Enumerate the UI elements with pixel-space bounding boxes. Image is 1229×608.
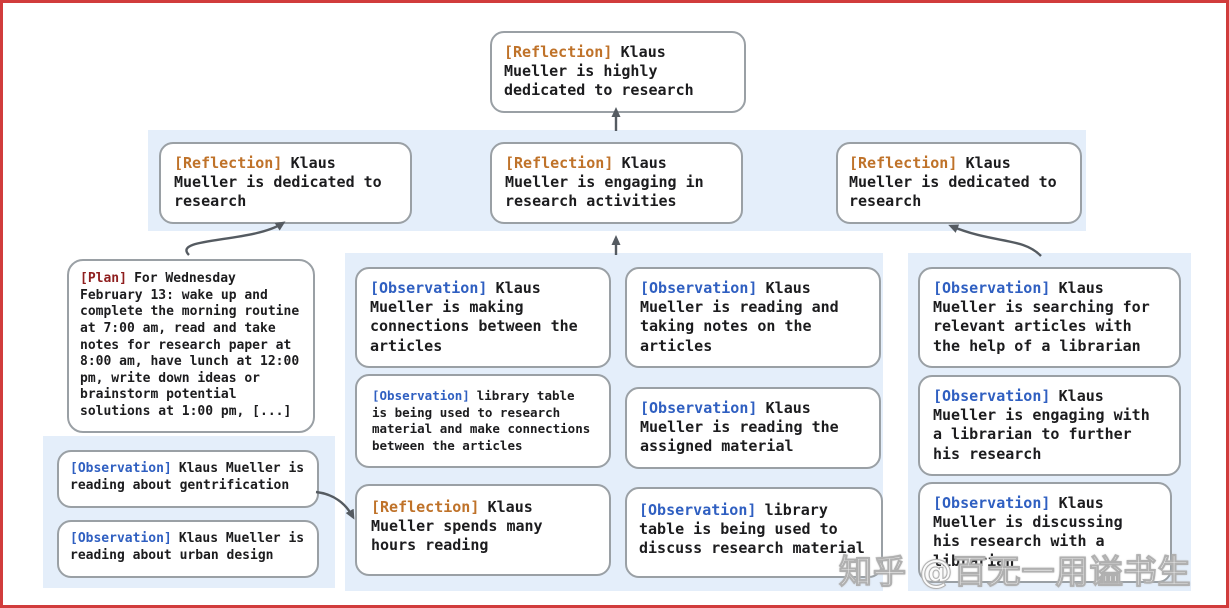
node-observation-searching-articles: [Observation]Klaus Mueller is searching … [918, 267, 1181, 368]
node-tag: [Observation] [933, 494, 1051, 512]
node-text: Klaus Mueller is engaging with a librari… [933, 387, 1150, 463]
node-observation-urban-design: [Observation]Klaus Mueller is reading ab… [57, 520, 319, 578]
node-tag: [Observation] [640, 399, 758, 417]
node-tag: [Observation] [933, 279, 1051, 297]
node-observation-discussing-research: [Observation]Klaus Mueller is discussing… [918, 482, 1172, 583]
node-text: Klaus Mueller is reading and taking note… [640, 279, 839, 355]
node-observation-assigned-material: [Observation]Klaus Mueller is reading th… [625, 387, 881, 469]
node-text: Klaus Mueller spends many hours reading [371, 498, 543, 555]
node-tag: [Reflection] [174, 154, 283, 172]
node-text: Klaus Mueller is making connections betw… [370, 279, 578, 355]
node-tag: [Reflection] [504, 43, 613, 61]
node-text: library table is being used to discuss r… [639, 501, 865, 558]
node-reflection-root: [Reflection]Klaus Mueller is highly dedi… [490, 31, 746, 113]
node-tag: [Observation] [372, 388, 470, 403]
node-reflection-left: [Reflection]Klaus Mueller is dedicated t… [159, 142, 412, 224]
node-observation-library-table-discuss: [Observation]library table is being used… [625, 487, 883, 578]
node-observation-taking-notes: [Observation]Klaus Mueller is reading an… [625, 267, 881, 368]
node-tag: [Reflection] [371, 498, 480, 516]
node-tag: [Plan] [80, 271, 127, 286]
node-reflection-middle: [Reflection]Klaus Mueller is engaging in… [490, 142, 743, 224]
node-tag: [Reflection] [849, 154, 958, 172]
node-plan: [Plan]For Wednesday February 13: wake up… [67, 259, 315, 433]
node-text: Klaus Mueller is dedicated to research [849, 154, 1057, 211]
node-text: library table is being used to research … [372, 388, 591, 453]
node-tag: [Observation] [639, 501, 757, 519]
node-tag: [Observation] [70, 461, 172, 476]
node-text: For Wednesday February 13: wake up and c… [80, 271, 300, 419]
node-observation-making-connections: [Observation]Klaus Mueller is making con… [355, 267, 611, 368]
node-observation-engaging-librarian: [Observation]Klaus Mueller is engaging w… [918, 375, 1181, 476]
node-tag: [Reflection] [505, 154, 614, 172]
node-observation-gentrification: [Observation]Klaus Mueller is reading ab… [57, 450, 319, 508]
node-text: Klaus Mueller is searching for relevant … [933, 279, 1150, 355]
node-reflection-hours-reading: [Reflection]Klaus Mueller spends many ho… [355, 484, 611, 576]
node-tag: [Observation] [640, 279, 758, 297]
node-observation-library-table-research: [Observation]library table is being used… [355, 374, 611, 468]
node-text: Klaus Mueller is dedicated to research [174, 154, 382, 211]
node-tag: [Observation] [370, 279, 488, 297]
node-text: Klaus Mueller is highly dedicated to res… [504, 43, 694, 100]
node-text: Klaus Mueller is reading the assigned ma… [640, 399, 839, 456]
node-reflection-right: [Reflection]Klaus Mueller is dedicated t… [836, 142, 1082, 224]
node-text: Klaus Mueller is reading about gentrific… [70, 461, 305, 493]
node-tag: [Observation] [70, 531, 172, 546]
node-text: Klaus Mueller is engaging in research ac… [505, 154, 704, 211]
node-text: Klaus Mueller is discussing his research… [933, 494, 1123, 570]
node-tag: [Observation] [933, 387, 1051, 405]
watermark: 知乎 @百无一用谥书生 [839, 552, 1192, 592]
node-text: Klaus Mueller is reading about urban des… [70, 531, 305, 563]
